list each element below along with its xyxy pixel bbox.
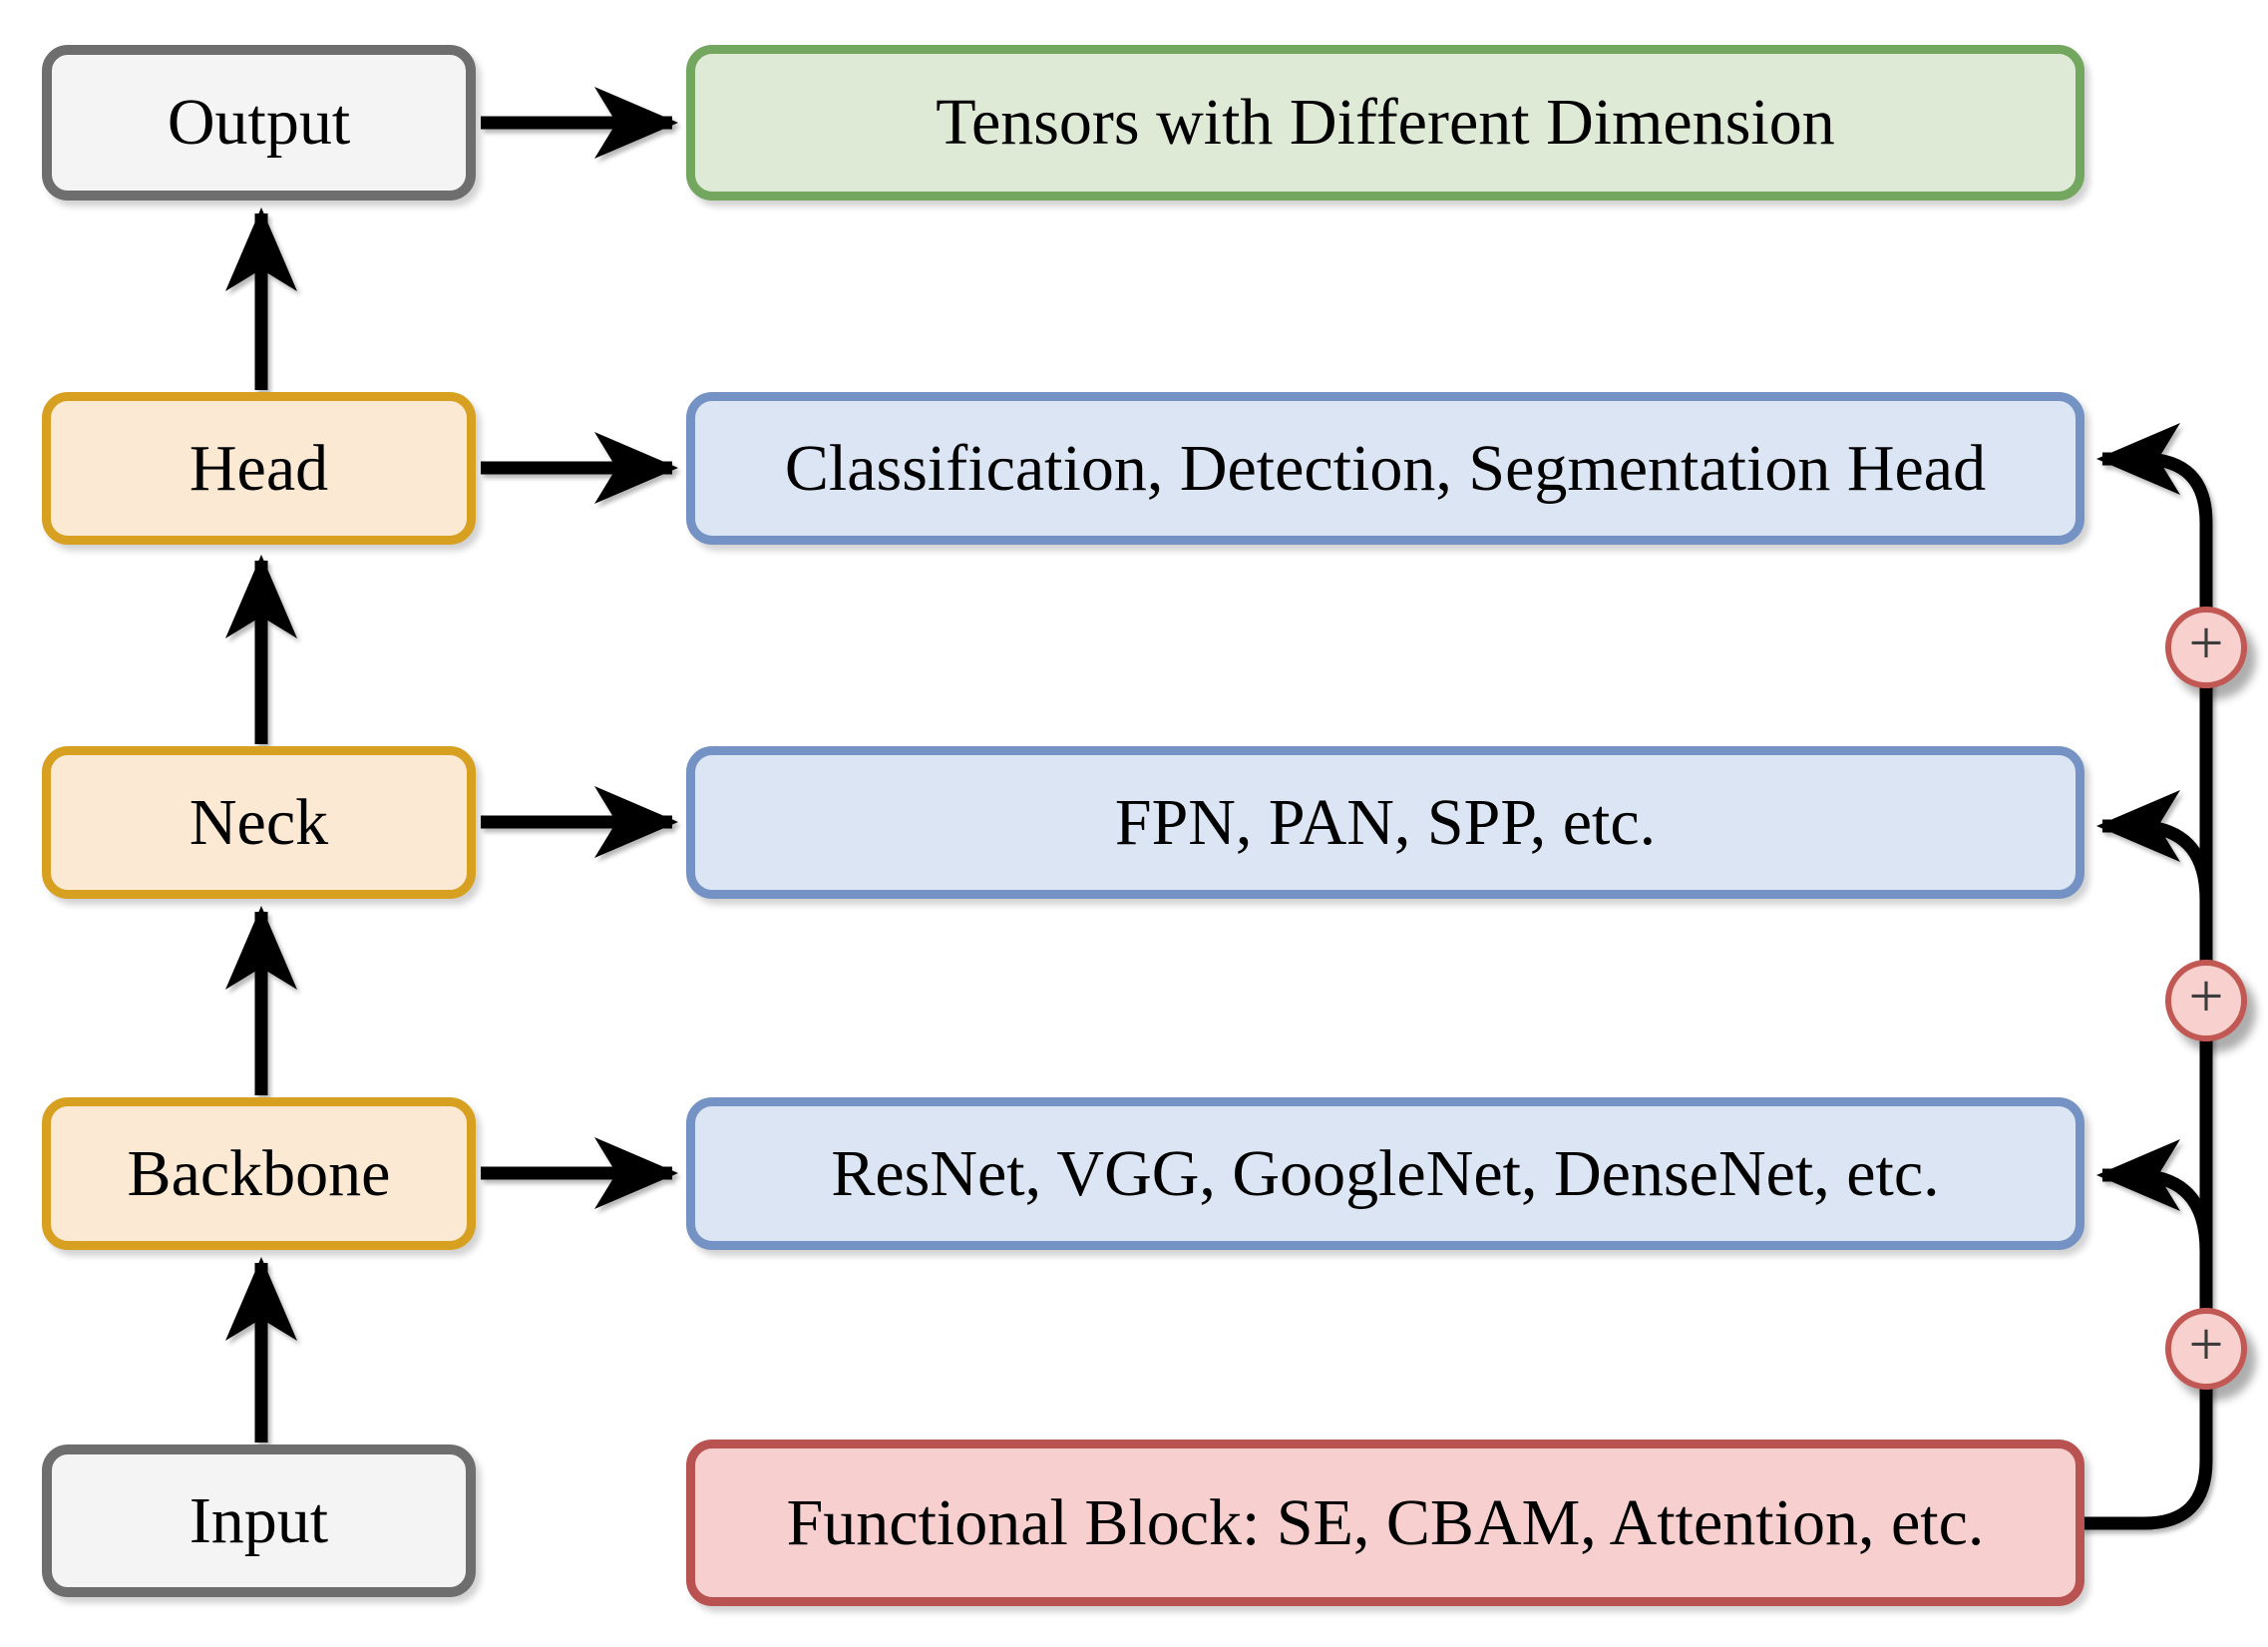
add-operator-icon-3: + [2165,1308,2247,1390]
node-head: Head [42,392,476,545]
node-output-label: Output [167,86,351,159]
node-backbone-detail: ResNet, VGG, GoogleNet, DenseNet, etc. [686,1097,2084,1250]
node-tensors-output: Tensors with Different Dimension [686,45,2084,201]
node-neck: Neck [42,746,476,899]
node-functional-block-label: Functional Block: SE, CBAM, Attention, e… [786,1485,1985,1559]
add-operator-2-sign: + [2188,963,2224,1030]
add-operator-icon-1: + [2165,607,2247,688]
add-operator-1-sign: + [2188,610,2224,677]
node-neck-detail: FPN, PAN, SPP, etc. [686,746,2084,899]
node-input: Input [42,1444,476,1597]
node-output: Output [42,45,476,201]
node-backbone-detail-label: ResNet, VGG, GoogleNet, DenseNet, etc. [831,1136,1940,1210]
node-tensors-label: Tensors with Different Dimension [936,86,1835,159]
node-head-detail: Classification, Detection, Segmentation … [686,392,2084,545]
node-head-label: Head [189,431,329,505]
node-backbone: Backbone [42,1097,476,1250]
node-neck-label: Neck [189,785,329,859]
add-operator-3-sign: + [2188,1311,2224,1379]
node-input-label: Input [189,1483,329,1557]
node-functional-block: Functional Block: SE, CBAM, Attention, e… [686,1440,2084,1606]
node-neck-detail-label: FPN, PAN, SPP, etc. [1114,785,1657,859]
add-operator-icon-2: + [2165,960,2247,1041]
feedback-branch-to-neck-detail [2096,790,2213,901]
feedback-branch-to-backbone-detail [2096,1139,2213,1252]
node-head-detail-label: Classification, Detection, Segmentation … [784,431,1987,505]
node-backbone-label: Backbone [127,1136,391,1210]
